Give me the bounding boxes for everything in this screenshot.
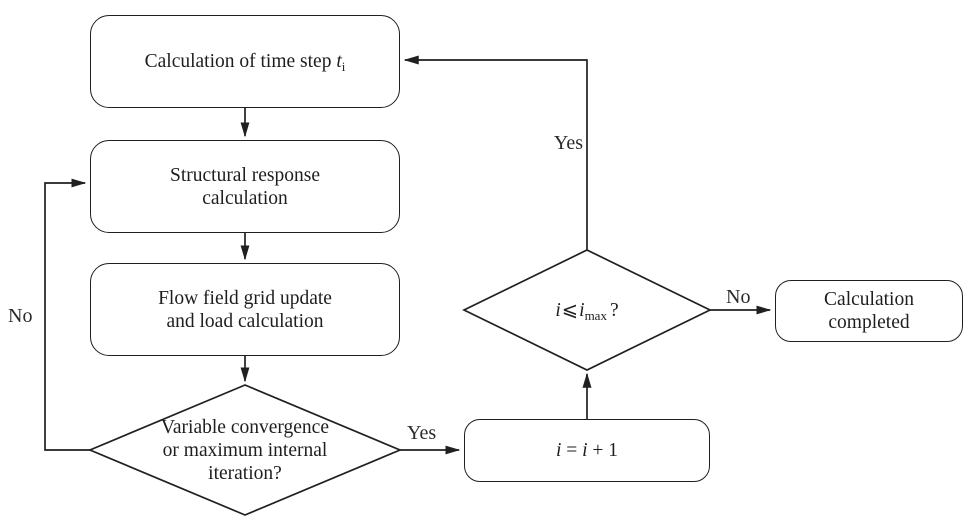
node-label-line1: Structural response	[169, 164, 320, 186]
decision-label-line1: Variable convergence	[160, 417, 329, 438]
variable-i: i	[555, 299, 561, 321]
connector-no-to-structural	[44, 178, 90, 451]
plus-one: + 1	[587, 440, 619, 461]
node-calc-time-step-text: Calculation of time step ti	[145, 50, 346, 73]
variable-t: t	[336, 51, 342, 72]
decision-convergence-text: Variable convergence or maximum internal…	[120, 416, 370, 485]
decision-imax-shape	[462, 249, 712, 371]
decision-imax-text: i⩽imax?	[497, 295, 677, 325]
decision-label-line2: or maximum internal	[162, 440, 328, 461]
edge-label-no-completed: No	[726, 286, 751, 308]
node-calc-completed: Calculation completed	[775, 280, 963, 342]
node-label-line2: and load calculation	[166, 310, 324, 332]
decision-imax-formula: i⩽imax?	[555, 299, 618, 322]
node-calc-time-step: Calculation of time step ti	[90, 15, 400, 108]
variable-i: i	[582, 440, 588, 461]
connector-yes-to-timestep	[403, 55, 588, 250]
variable-t-subscript: i	[341, 59, 346, 75]
edge-label-yes-increment: Yes	[407, 422, 437, 444]
node-label-line2: completed	[828, 312, 910, 333]
variable-imax: i	[579, 299, 585, 321]
node-structural-response: Structural response calculation	[90, 140, 400, 233]
node-label-line1: Calculation	[824, 289, 914, 310]
node-flow-field-update: Flow field grid update and load calculat…	[90, 263, 400, 356]
node-label-line1: Flow field grid update	[158, 287, 332, 309]
variable-i: i	[555, 440, 562, 461]
leq-operator: ⩽	[561, 299, 579, 321]
question-mark: ?	[609, 299, 619, 321]
edge-label-yes-timestep: Yes	[553, 132, 583, 154]
node-label: Calculation of time step	[144, 51, 337, 72]
node-label-line2: calculation	[202, 187, 288, 209]
variable-imax-subscript: max	[584, 307, 607, 323]
equals-sign: =	[561, 440, 583, 461]
node-increment-formula: i = i + 1	[556, 439, 618, 462]
edge-label-no-structural: No	[8, 305, 33, 327]
decision-label-line3: iteration?	[208, 463, 282, 484]
decision-convergence-shape	[87, 384, 403, 516]
node-increment: i = i + 1	[464, 419, 710, 482]
